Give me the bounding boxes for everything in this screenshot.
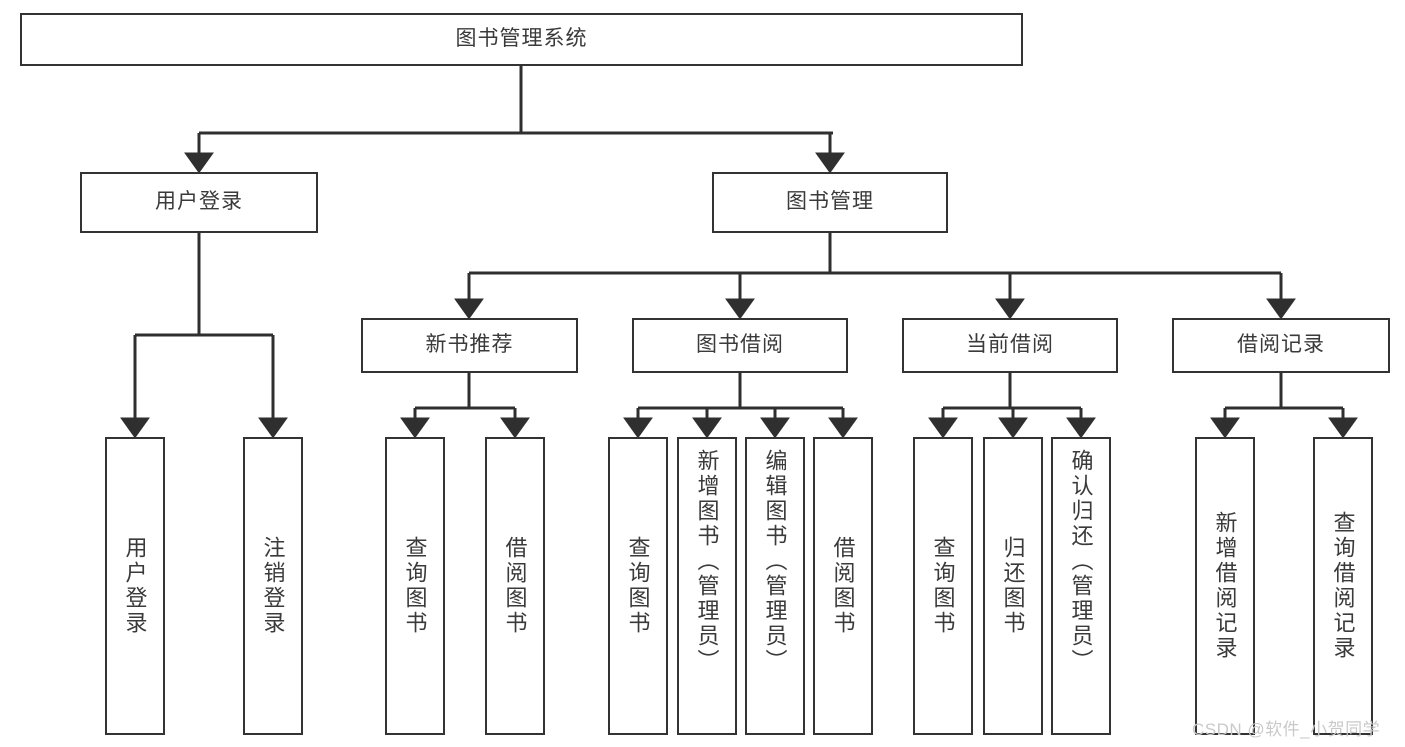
leaf-logout[interactable]: 注销登录 <box>243 437 303 735</box>
node-label: 归还图书 <box>1000 536 1026 636</box>
node-label: 新书推荐 <box>425 333 514 357</box>
node-label: 查询借阅记录 <box>1330 511 1356 661</box>
node-label: 借阅记录 <box>1237 333 1325 357</box>
csdn-watermark: CSDN @软件_小贺同学 <box>1192 720 1381 739</box>
node-label: 当前借阅 <box>966 333 1054 357</box>
node-borrow-record[interactable]: 借阅记录 <box>1172 318 1390 373</box>
leaf-return-book[interactable]: 归还图书 <box>983 437 1043 735</box>
leaf-borrow-book-1[interactable]: 借阅图书 <box>485 437 545 735</box>
leaf-query-book-1[interactable]: 查询图书 <box>385 437 445 735</box>
leaf-borrow-book-2[interactable]: 借阅图书 <box>813 437 873 735</box>
node-root[interactable]: 图书管理系统 <box>20 13 1023 66</box>
node-label: 查询图书 <box>402 536 428 636</box>
node-label: 借阅图书 <box>502 536 528 636</box>
node-label: 查询图书 <box>930 536 956 636</box>
leaf-add-record[interactable]: 新增借阅记录 <box>1195 437 1255 735</box>
leaf-user-login[interactable]: 用户登录 <box>105 437 165 735</box>
node-label: 确认归还（管理员） <box>1068 449 1094 674</box>
node-book-borrow[interactable]: 图书借阅 <box>632 318 848 373</box>
node-label: 图书管理系统 <box>455 27 588 51</box>
node-label: 用户登录 <box>155 190 243 214</box>
leaf-query-book-3[interactable]: 查询图书 <box>913 437 973 735</box>
node-label: 新增借阅记录 <box>1212 511 1238 661</box>
node-label: 编辑图书（管理员） <box>762 449 788 674</box>
node-new-book-rec[interactable]: 新书推荐 <box>361 318 578 373</box>
node-book-manage[interactable]: 图书管理 <box>712 172 948 233</box>
node-label: 图书管理 <box>786 190 874 214</box>
leaf-add-book[interactable]: 新增图书（管理员） <box>677 437 737 735</box>
node-label: 图书借阅 <box>696 333 784 357</box>
node-label: 注销登录 <box>260 536 286 636</box>
node-label: 借阅图书 <box>830 536 856 636</box>
node-user-login[interactable]: 用户登录 <box>80 172 318 233</box>
node-label: 查询图书 <box>625 536 651 636</box>
leaf-query-record[interactable]: 查询借阅记录 <box>1313 437 1373 735</box>
node-current-borrow[interactable]: 当前借阅 <box>902 318 1118 373</box>
node-label: 新增图书（管理员） <box>694 449 720 674</box>
leaf-query-book-2[interactable]: 查询图书 <box>608 437 668 735</box>
leaf-edit-book[interactable]: 编辑图书（管理员） <box>745 437 805 735</box>
leaf-confirm-return[interactable]: 确认归还（管理员） <box>1051 437 1111 735</box>
node-label: 用户登录 <box>122 536 148 636</box>
